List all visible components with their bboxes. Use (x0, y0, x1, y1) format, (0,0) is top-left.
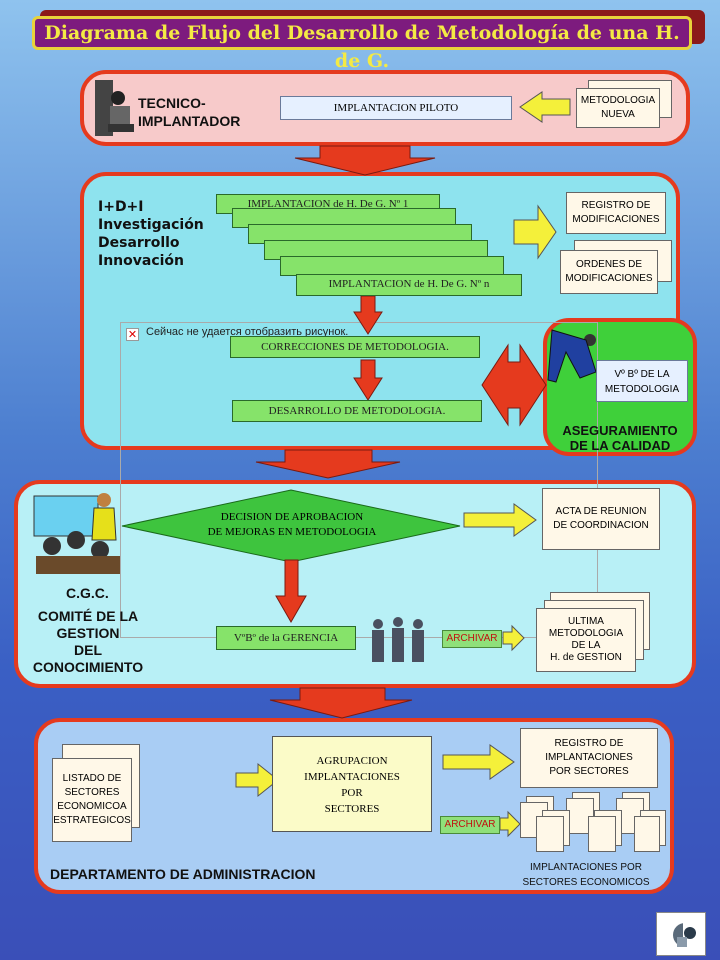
desarrollo-box: DESARROLLO DE METODOLOGIA. (232, 400, 482, 422)
registro-impl-line2: IMPLANTACIONES (545, 752, 633, 763)
handshake-figure (372, 617, 424, 662)
down-arrow-2 (255, 449, 401, 479)
committee-figure (33, 493, 120, 574)
vobo-gerencia-box: VºBº de la GERENCIA (216, 626, 356, 650)
archivar-label-mid: ARCHIVAR (442, 630, 502, 648)
registro-mod-line1: REGISTRO DE (581, 200, 651, 211)
broken-image-icon: ✕ (126, 328, 139, 341)
registro-implantaciones-doc: REGISTRO DE IMPLANTACIONES POR SECTORES (520, 728, 658, 788)
implantacion-piloto-box: IMPLANTACION PILOTO (280, 96, 512, 120)
ultima-line3: DE LA (571, 640, 601, 651)
agrupacion-box: AGRUPACION IMPLANTACIONES POR SECTORES (272, 736, 432, 832)
vobo-line2: METODOLOGIA (604, 384, 680, 395)
yellow-arrow-right (513, 204, 557, 260)
listado-line4: ESTRATEGICOS (53, 815, 131, 826)
vobo-metodologia-box: Vº Bº DE LA METODOLOGIA (596, 360, 688, 402)
metodologia-nueva-line2: NUEVA (601, 109, 635, 120)
agrupacion-line2: IMPLANTACIONES (304, 771, 400, 783)
comite-line3: DEL (74, 642, 102, 658)
decision-line1: DECISION DE APROBACION (220, 511, 364, 523)
ultima-line2: METODOLOGIA (548, 628, 624, 639)
double-arrow-calidad (481, 343, 547, 427)
comite-line4: CONOCIMIENTO (32, 659, 144, 675)
registro-impl-line1: REGISTRO DE (554, 738, 624, 749)
broken-image-frame (120, 322, 598, 638)
red-arrow-gerencia (275, 559, 307, 624)
inspector-figure (547, 329, 597, 383)
yellow-arrow-registro (442, 744, 515, 780)
impl-sectores-line1: IMPLANTACIONES POR (529, 862, 643, 873)
yellow-arrow-acta (463, 503, 537, 537)
role-tecnico-line1: TECNICO- (138, 95, 206, 111)
corner-logo (656, 912, 706, 956)
acta-line1: ACTA DE REUNION (555, 506, 647, 517)
comite-line2: GESTION (56, 625, 120, 641)
listado-line1: LISTADO DE (62, 773, 122, 784)
impl-sectores-line2: SECTORES ECONOMICOS (522, 877, 650, 888)
ordenes-line1: ORDENES DE (575, 259, 643, 270)
yellow-arrow-archivar-bottom (499, 810, 521, 838)
down-arrow-1 (294, 145, 436, 176)
ordenes-modificaciones-doc: ORDENES DE MODIFICACIONES (560, 250, 658, 294)
calidad-line1: ASEGURAMIENTO (562, 423, 678, 438)
agrupacion-line4: SECTORES (324, 803, 380, 815)
doc-stack-5b (588, 816, 616, 852)
acta-reunion-doc: ACTA DE REUNION DE COORDINACION (542, 488, 660, 550)
down-arrow-3 (269, 687, 413, 719)
comite-label: COMITÉ DE LA GESTION DEL CONOCIMIENTO (24, 608, 152, 676)
technician-figure (95, 80, 134, 136)
comite-line1: COMITÉ DE LA (37, 608, 139, 624)
red-arrow-desarrollo (353, 359, 383, 401)
yellow-arrow-left (519, 91, 571, 123)
agrupacion-line3: POR (341, 787, 363, 799)
decision-line2: DE MEJORAS EN METODOLOGIA (207, 526, 377, 538)
correcciones-box: CORRECCIONES DE METODOLOGIA. (230, 336, 480, 358)
listado-sectores-doc: LISTADO DE SECTORES ECONOMICOA ESTRATEGI… (52, 758, 132, 842)
broken-image-text: Сейчас не удается отобразить рисунок. (146, 326, 349, 338)
vobo-line1: Vº Bº DE LA (614, 369, 670, 380)
idi-label: I+D+I Investigación Desarrollo Innovació… (98, 198, 204, 270)
calidad-line2: DE LA CALIDAD (569, 438, 671, 453)
aseguramiento-calidad-label: ASEGURAMIENTO DE LA CALIDAD (545, 423, 695, 453)
decision-diamond (121, 489, 461, 563)
decision-text: DECISION DE APROBACION DE MEJORAS EN MET… (180, 510, 404, 540)
idi-line3: Desarrollo (98, 235, 180, 251)
idi-line4: Innovación (98, 253, 185, 269)
registro-mod-line2: MODIFICACIONES (572, 214, 660, 225)
implantaciones-sectores-label: IMPLANTACIONES POR SECTORES ECONOMICOS (506, 860, 666, 890)
doc-stack-6b (634, 816, 660, 852)
idi-line2: Investigación (98, 217, 204, 233)
agrupacion-line1: AGRUPACION (316, 755, 388, 767)
implantacion-box-n: IMPLANTACION de H. De G. Nº n (296, 274, 522, 296)
red-arrow-correcciones (353, 295, 383, 335)
diagram-title: Diagrama de Flujo del Desarrollo de Meto… (32, 16, 692, 72)
ultima-metodologia-doc: ULTIMA METODOLOGIA DE LA H. de GESTION (536, 608, 636, 672)
departamento-label: DEPARTAMENTO DE ADMINISTRACION (50, 866, 316, 882)
registro-impl-line3: POR SECTORES (549, 766, 629, 777)
implantacion-box-5 (280, 256, 504, 276)
metodologia-nueva-line1: METODOLOGIA (580, 95, 656, 106)
ordenes-line2: MODIFICACIONES (565, 273, 653, 284)
cgc-label: C.G.C. (66, 585, 109, 601)
listado-line2: SECTORES (64, 787, 120, 798)
ultima-line4: H. de GESTION (550, 652, 622, 663)
role-tecnico-line2: IMPLANTADOR (138, 113, 241, 129)
logo-mark-icon (673, 921, 697, 949)
acta-line2: DE COORDINACION (553, 520, 649, 531)
metodologia-nueva-doc: METODOLOGIA NUEVA (576, 88, 660, 128)
archivar-label-bottom: ARCHIVAR (440, 816, 500, 834)
yellow-arrow-agrupacion (235, 762, 279, 798)
registro-modificaciones-doc: REGISTRO DE MODIFICACIONES (566, 192, 666, 234)
listado-line3: ECONOMICOA (57, 801, 127, 812)
yellow-arrow-archivar-mid (502, 624, 525, 652)
idi-line1: I+D+I (98, 199, 144, 215)
doc-stack-4b (536, 816, 564, 852)
ultima-line1: ULTIMA (568, 616, 604, 627)
